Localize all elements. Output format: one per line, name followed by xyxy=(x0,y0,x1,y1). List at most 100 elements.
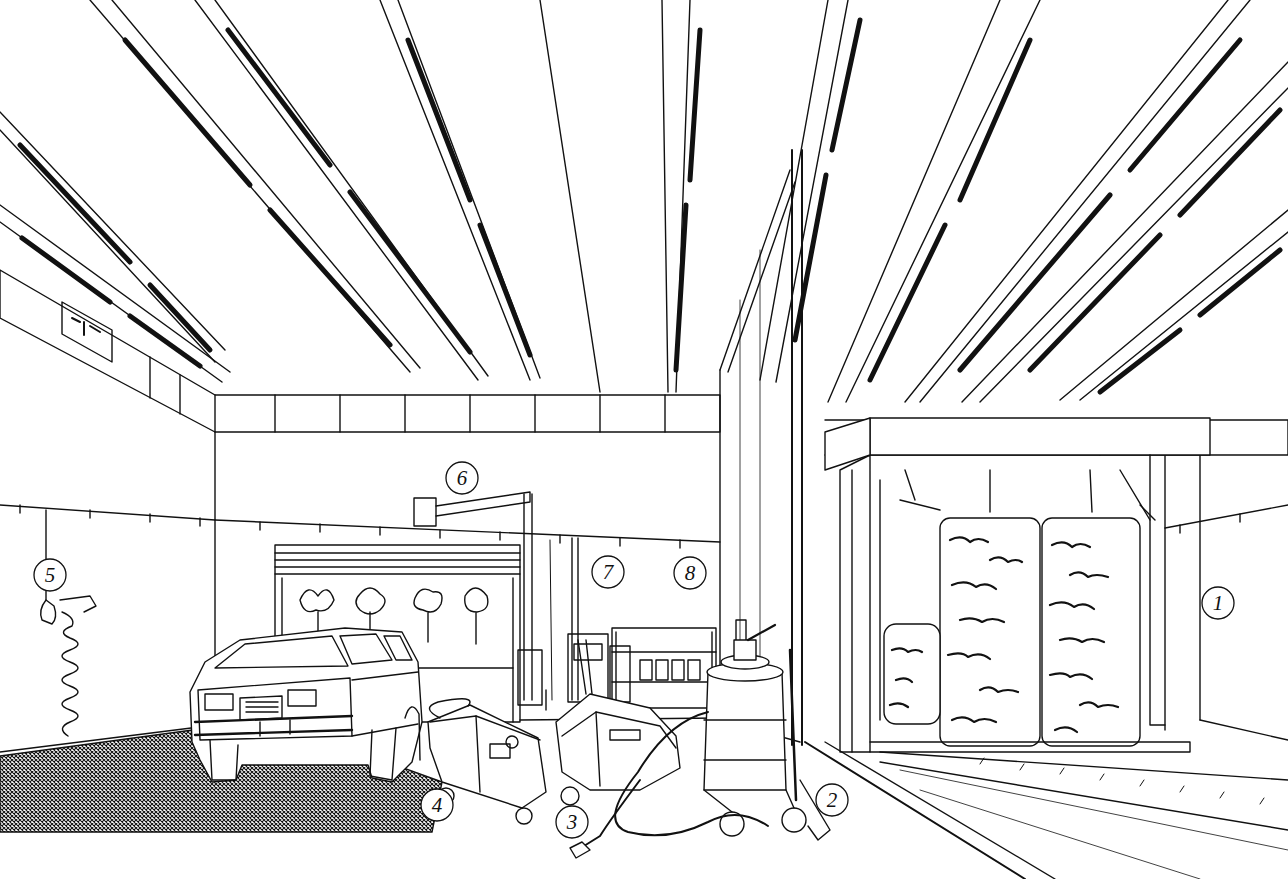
fluorescent-tube xyxy=(480,225,530,355)
ceiling-beam xyxy=(676,0,690,392)
callout-circle-outline xyxy=(592,556,624,588)
floor-scrubber xyxy=(578,640,592,694)
fluorescent-tube xyxy=(960,195,1110,370)
fluorescent-tube xyxy=(1100,330,1180,392)
callout-circle-outline xyxy=(34,559,66,591)
floor-scrubber xyxy=(556,640,680,805)
floor-scrubber xyxy=(561,787,579,805)
air-duct xyxy=(0,270,1288,455)
suv-car xyxy=(195,716,352,735)
air-duct xyxy=(664,395,665,432)
conveyor-rail xyxy=(980,758,1264,804)
ceiling-beam xyxy=(662,0,668,392)
pressure-washer xyxy=(516,808,532,824)
rotating-boom xyxy=(414,498,436,526)
suv-car xyxy=(240,696,282,720)
air-duct xyxy=(599,395,600,432)
suv-car xyxy=(288,690,316,706)
callout-circle: 6 xyxy=(445,461,479,495)
wall xyxy=(728,182,795,372)
pressure-washer xyxy=(429,699,470,718)
fluorescent-tube xyxy=(350,192,470,352)
conveyor-rail xyxy=(880,752,1288,780)
ceiling-beam xyxy=(920,0,1250,402)
air-duct xyxy=(339,395,340,432)
pressure-washer xyxy=(476,716,480,792)
air-duct xyxy=(149,357,150,398)
wet-vacuum xyxy=(790,650,796,800)
wet-vacuum xyxy=(584,780,640,846)
pressure-washer xyxy=(430,716,540,740)
air-duct xyxy=(0,270,720,432)
wet-vacuum xyxy=(570,625,830,858)
exit-sign xyxy=(62,302,112,362)
wall xyxy=(1164,455,1165,730)
ceiling-beam xyxy=(760,0,1288,402)
callout-circle: 4 xyxy=(420,788,454,822)
ceiling-beam xyxy=(195,0,478,380)
suv-car xyxy=(205,694,233,710)
ceiling-beam xyxy=(112,0,420,368)
rotating-boom xyxy=(550,540,552,700)
callout-circle: 5 xyxy=(33,558,67,592)
wet-vacuum xyxy=(782,808,806,832)
wet-vacuum xyxy=(704,720,786,760)
suv-car xyxy=(352,672,418,736)
chemical-dispenser xyxy=(568,634,608,702)
fluorescent-tube xyxy=(125,40,250,185)
callout-number: 5 xyxy=(33,558,67,592)
hose-gun xyxy=(60,596,96,612)
chemical-dispenser xyxy=(610,646,630,702)
supply-shelf xyxy=(612,681,716,682)
ceiling-beam xyxy=(776,0,848,382)
wet-vacuum xyxy=(570,842,590,858)
wash-gantry xyxy=(870,742,1190,752)
fluorescent-tube xyxy=(960,40,1030,200)
conveyor-rail xyxy=(825,742,1055,879)
ceiling-beam xyxy=(0,205,230,372)
wall xyxy=(801,150,803,745)
fluorescent-tube xyxy=(870,225,945,380)
callout-number: 4 xyxy=(420,788,454,822)
wash-gantry xyxy=(870,418,1210,455)
chemical-dispenser xyxy=(545,690,546,710)
air-duct xyxy=(404,395,405,432)
wet-vacuum xyxy=(704,672,786,790)
rotating-boom xyxy=(436,492,530,516)
fluorescent-tube xyxy=(1030,235,1160,370)
fluorescent-tube xyxy=(408,40,470,200)
ceiling-beam xyxy=(846,0,1040,402)
ceiling-beam xyxy=(0,0,690,392)
wash-gantry xyxy=(851,470,852,752)
fluorescent-tube xyxy=(1180,110,1280,215)
fluorescent-tube xyxy=(20,30,700,370)
wet-vacuum xyxy=(748,625,775,640)
callout-circle-outline xyxy=(421,789,453,821)
suv-car xyxy=(246,702,278,712)
roll-up-door xyxy=(275,566,520,567)
roll-up-door xyxy=(275,559,520,560)
suv-car xyxy=(340,634,392,664)
wash-gantry xyxy=(1150,455,1165,725)
wash-gantry xyxy=(905,470,1150,520)
ceiling-beam xyxy=(0,130,215,362)
ceiling-beam xyxy=(980,88,1288,402)
wash-gantry xyxy=(900,500,1155,520)
roll-up-door xyxy=(512,578,513,722)
callout-number: 1 xyxy=(1201,586,1235,620)
chemical-dispenser xyxy=(518,650,542,705)
suv-car xyxy=(370,728,396,780)
fluorescent-tube xyxy=(228,30,330,165)
callout-circle-outline xyxy=(556,806,588,838)
fluorescent-tube xyxy=(676,205,686,370)
fluorescent-tube xyxy=(1130,40,1240,170)
callout-number: 6 xyxy=(445,461,479,495)
ceiling-beam xyxy=(962,62,1288,402)
ceiling-beam xyxy=(90,0,410,372)
ceiling-beam xyxy=(540,0,600,392)
callout-circle-outline xyxy=(674,557,706,589)
ceiling-beam xyxy=(0,222,222,382)
